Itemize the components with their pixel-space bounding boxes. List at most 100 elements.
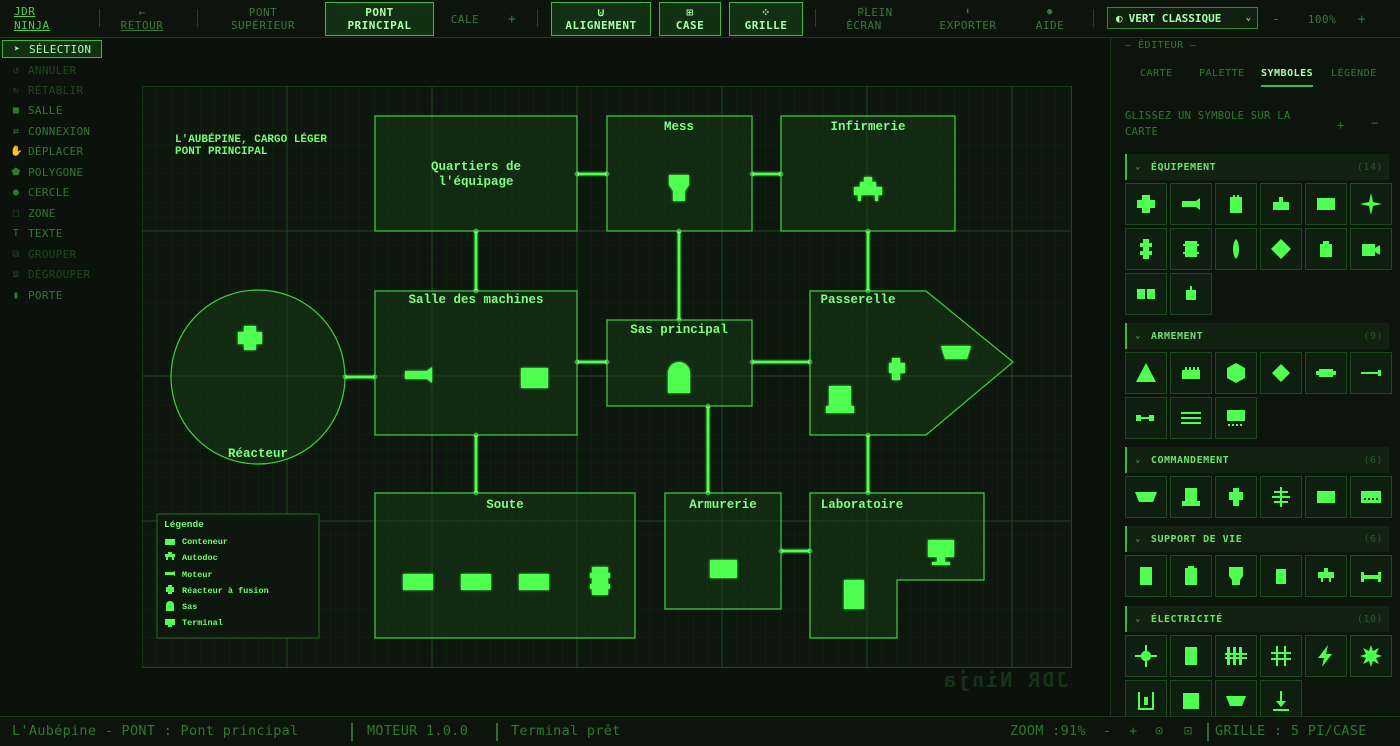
- symbol-socket[interactable]: [1215, 680, 1257, 716]
- tool-connection[interactable]: ⇄ CONNEXION: [10, 123, 90, 139]
- tool-text[interactable]: T TEXTE: [10, 225, 63, 241]
- symbol-autodoc[interactable]: [1305, 555, 1347, 597]
- theme-select[interactable]: ◐ VERT CLASSIQUE ⌄: [1107, 7, 1258, 29]
- symbol-locker[interactable]: [1125, 555, 1167, 597]
- map-legend[interactable]: Légende Conteneur Autodoc Moteur Réacteu…: [156, 513, 320, 639]
- tool-group[interactable]: ⧉ GROUPER: [10, 246, 76, 262]
- symbol-control-unit[interactable]: [1215, 476, 1257, 518]
- add-deck-button[interactable]: +: [507, 11, 517, 27]
- symbol-breaker[interactable]: [1215, 635, 1257, 677]
- tool-redo[interactable]: ↻ RÉTABLIR: [10, 82, 83, 98]
- help-button[interactable]: ● AIDE: [1035, 7, 1065, 32]
- autodoc-icon[interactable]: [854, 177, 882, 201]
- symbol-reactor[interactable]: [1125, 183, 1167, 225]
- symbol-missile[interactable]: [1125, 352, 1167, 394]
- symbol-blaster[interactable]: [1125, 397, 1167, 439]
- symbol-computer-core[interactable]: [1170, 228, 1212, 270]
- symbol-tank[interactable]: [1215, 228, 1257, 270]
- container-icon[interactable]: [519, 574, 549, 590]
- deck-tab-upper[interactable]: PONT SUPÉRIEUR: [230, 6, 296, 32]
- zoom-out-button[interactable]: -: [1271, 11, 1281, 27]
- back-button[interactable]: ← RETOUR: [120, 6, 164, 32]
- symbol-command-seat[interactable]: [1170, 476, 1212, 518]
- container-icon[interactable]: [403, 574, 433, 590]
- tool-circle[interactable]: ● CERCLE: [10, 184, 70, 200]
- center-view-icon[interactable]: ⊙: [1155, 723, 1164, 739]
- tab-legend[interactable]: LÉGENDE: [1331, 68, 1377, 79]
- category-command[interactable]: ⌄ COMMANDEMENT (6): [1125, 447, 1389, 473]
- symbol-ammo[interactable]: [1170, 352, 1212, 394]
- symbol-pump[interactable]: [1260, 183, 1302, 225]
- room-armory[interactable]: [664, 492, 782, 610]
- symbol-screen[interactable]: [1305, 476, 1347, 518]
- category-weapons[interactable]: ⌄ ARMEMENT (9): [1125, 323, 1389, 349]
- room-hold[interactable]: [374, 492, 636, 639]
- category-equipment[interactable]: ⌄ ÉQUIPEMENT (14): [1125, 154, 1389, 180]
- tool-selection[interactable]: ➤ SÉLECTION: [2, 40, 102, 58]
- symbol-food-dispenser[interactable]: [1215, 555, 1257, 597]
- category-life-support[interactable]: ⌄ SUPPORT DE VIE (6): [1125, 526, 1389, 552]
- command-seat-icon[interactable]: [826, 386, 854, 413]
- symbol-water-tank[interactable]: [1170, 555, 1212, 597]
- symbol-container[interactable]: [1305, 183, 1347, 225]
- tab-palette[interactable]: PALETTE: [1199, 68, 1245, 79]
- locker-icon[interactable]: [844, 580, 864, 609]
- symbol-lightning[interactable]: [1305, 635, 1347, 677]
- category-electricity[interactable]: ⌄ ÉLECTRICITÉ (10): [1125, 606, 1389, 632]
- tool-undo[interactable]: ↺ ANNULER: [10, 62, 76, 78]
- export-button[interactable]: ⬇ EXPORTER: [939, 7, 997, 32]
- room-reactor[interactable]: [170, 289, 346, 465]
- engine-icon[interactable]: [405, 367, 432, 383]
- symbol-canister[interactable]: [1305, 228, 1347, 270]
- app-logo[interactable]: JDR NINJA: [14, 5, 50, 32]
- room-bridge[interactable]: [809, 290, 1014, 436]
- symbol-ground[interactable]: [1260, 680, 1302, 716]
- symbol-transformer[interactable]: [1125, 680, 1167, 716]
- mess-unit-icon[interactable]: [669, 175, 689, 201]
- container-icon[interactable]: [461, 574, 491, 590]
- deck-tab-main[interactable]: PONT PRINCIPAL: [325, 2, 434, 36]
- symbol-junction[interactable]: [1125, 635, 1167, 677]
- tool-move[interactable]: ✋ DÉPLACER: [10, 144, 84, 158]
- room-mess[interactable]: [606, 115, 753, 232]
- expand-all-button[interactable]: +: [1337, 118, 1345, 132]
- symbol-crystal[interactable]: [1260, 228, 1302, 270]
- symbol-engine[interactable]: [1170, 183, 1212, 225]
- airlock-icon[interactable]: [668, 362, 690, 393]
- symbol-camera[interactable]: [1350, 228, 1392, 270]
- fit-view-icon[interactable]: ⊡: [1184, 723, 1193, 739]
- collapse-all-button[interactable]: −: [1371, 116, 1379, 130]
- symbol-cannon[interactable]: [1305, 352, 1347, 394]
- container-icon[interactable]: [521, 368, 548, 388]
- symbol-sensor[interactable]: [1170, 273, 1212, 315]
- cell-toggle[interactable]: ⊞ CASE: [659, 2, 721, 36]
- fusion-reactor-icon[interactable]: [238, 326, 262, 350]
- symbol-turret[interactable]: [1215, 352, 1257, 394]
- tool-door[interactable]: ▮ PORTE: [10, 287, 63, 303]
- symbol-console[interactable]: [1125, 476, 1167, 518]
- room-crew-quarters[interactable]: [374, 115, 578, 232]
- status-zoom-in-button[interactable]: +: [1129, 723, 1138, 739]
- status-zoom-out-button[interactable]: -: [1103, 723, 1112, 739]
- symbol-armory-console[interactable]: [1215, 397, 1257, 439]
- grid-toggle[interactable]: ⁘ GRILLE: [729, 2, 803, 36]
- control-unit-icon[interactable]: [889, 358, 905, 380]
- zoom-in-button[interactable]: +: [1357, 11, 1367, 27]
- symbol-double-crate[interactable]: [1125, 273, 1167, 315]
- symbol-capacitor[interactable]: [1170, 680, 1212, 716]
- symbol-antenna[interactable]: [1260, 476, 1302, 518]
- terminal-icon[interactable]: [928, 540, 954, 565]
- tool-room[interactable]: ■ SALLE: [10, 102, 63, 118]
- room-engine[interactable]: [374, 290, 578, 436]
- tab-symbols[interactable]: SYMBOLES: [1261, 68, 1314, 87]
- symbol-spark[interactable]: [1350, 635, 1392, 677]
- symbol-mine[interactable]: [1260, 352, 1302, 394]
- tab-map[interactable]: CARTE: [1140, 68, 1173, 79]
- weapon-rack-icon[interactable]: [710, 560, 737, 578]
- tool-polygon[interactable]: ⬟ POLYGONE: [11, 165, 84, 179]
- symbol-power-cell[interactable]: [1170, 635, 1212, 677]
- symbol-generator[interactable]: [1125, 228, 1167, 270]
- map-canvas[interactable]: L'AUBÉPINE, CARGO LÉGER PONT PRINCIPAL: [142, 86, 1072, 668]
- symbol-bus-bar[interactable]: [1260, 635, 1302, 677]
- symbol-thruster[interactable]: [1350, 183, 1392, 225]
